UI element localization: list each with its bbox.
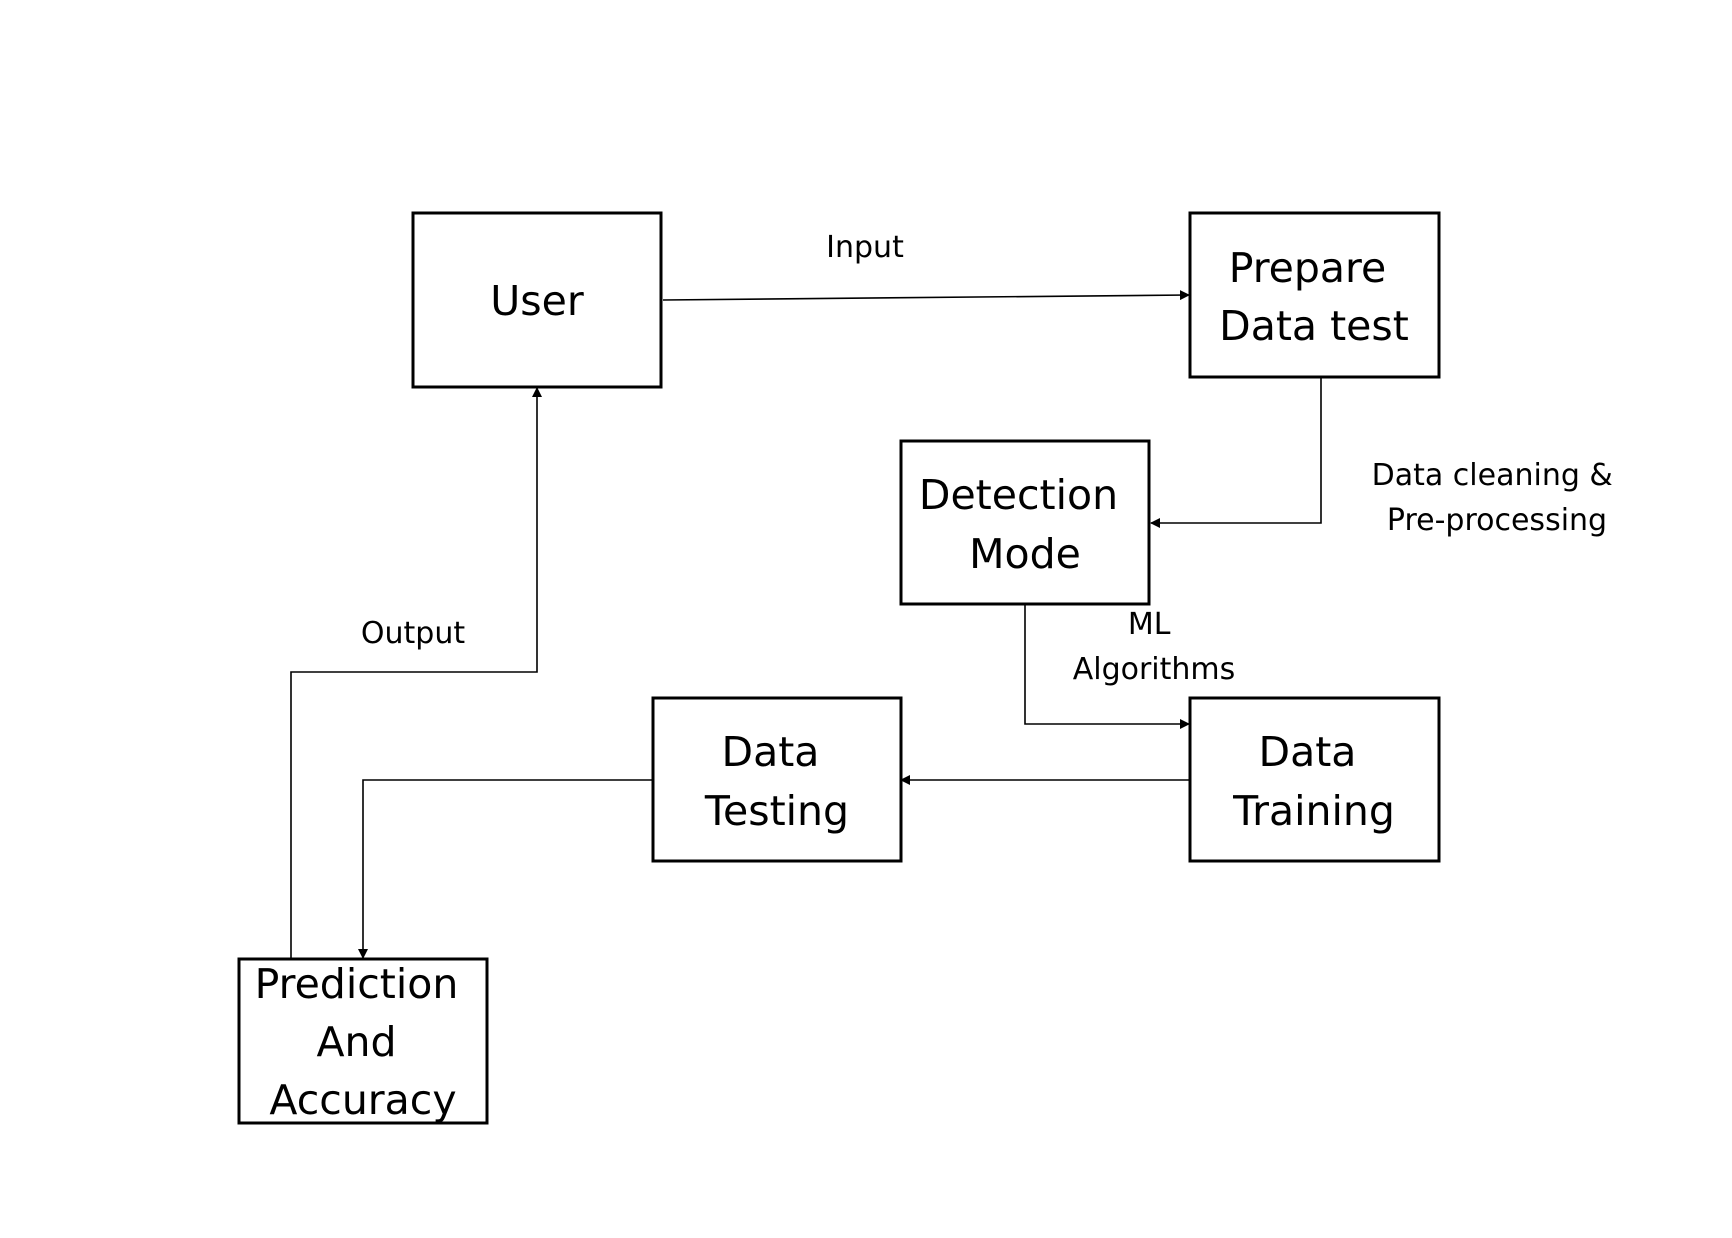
- arrow-prepare-to-detection: [1150, 378, 1322, 528]
- node-testing-line-2: Testing: [704, 787, 849, 835]
- connectors: [290, 290, 1322, 959]
- arrow-detection-to-training: [1024, 605, 1190, 729]
- node-prediction-and-accuracy: Prediction And Accuracy: [237, 957, 489, 1125]
- edge-label-cleaning-line-2: Pre-processing: [1387, 503, 1607, 538]
- node-training-line-2: Training: [1232, 787, 1395, 835]
- node-detection-line-2: Mode: [969, 530, 1081, 578]
- edge-label-ml-line-2: Algorithms: [1073, 652, 1236, 687]
- node-testing-line-1: Data: [722, 728, 820, 776]
- node-testing-label: Data Testing: [704, 728, 849, 835]
- edge-label-cleaning-line-1: Data cleaning &: [1372, 458, 1613, 493]
- node-data-testing: Data Testing: [651, 696, 903, 863]
- node-training-line-1: Data: [1259, 728, 1357, 776]
- node-prediction-label: Prediction And Accuracy: [255, 960, 472, 1124]
- node-prepare-label: Prepare Data test: [1219, 244, 1409, 350]
- node-prepare-line-2: Data test: [1219, 302, 1409, 350]
- edge-label-input: Input: [826, 230, 904, 265]
- arrow-prediction-to-user: [290, 387, 542, 958]
- node-user-label: User: [490, 277, 584, 325]
- node-detection-label: Detection Mode: [919, 471, 1131, 578]
- edge-label-ml-line-1: ML: [1128, 607, 1171, 642]
- node-data-training: Data Training: [1188, 696, 1441, 863]
- arrow-user-to-prepare: [662, 290, 1190, 301]
- node-detection-mode: Detection Mode: [899, 439, 1151, 606]
- edge-label-output: Output: [361, 616, 465, 651]
- node-user-line: User: [490, 277, 584, 325]
- edge-label-output-line: Output: [361, 616, 465, 651]
- node-prepare-line-1: Prepare: [1229, 244, 1387, 292]
- edge-label-cleaning: Data cleaning & Pre-processing: [1372, 458, 1623, 538]
- node-training-label: Data Training: [1232, 728, 1395, 835]
- arrow-testing-to-prediction: [358, 779, 653, 959]
- node-user: User: [411, 211, 663, 389]
- node-prediction-line-2: And: [316, 1018, 396, 1066]
- edge-label-input-line: Input: [826, 230, 904, 265]
- node-prediction-line-3: Accuracy: [269, 1076, 456, 1124]
- edge-label-ml: ML Algorithms: [1073, 607, 1236, 687]
- node-prediction-line-1: Prediction: [255, 960, 459, 1008]
- node-detection-line-1: Detection: [919, 471, 1118, 519]
- node-prepare-data-test: Prepare Data test: [1188, 211, 1441, 379]
